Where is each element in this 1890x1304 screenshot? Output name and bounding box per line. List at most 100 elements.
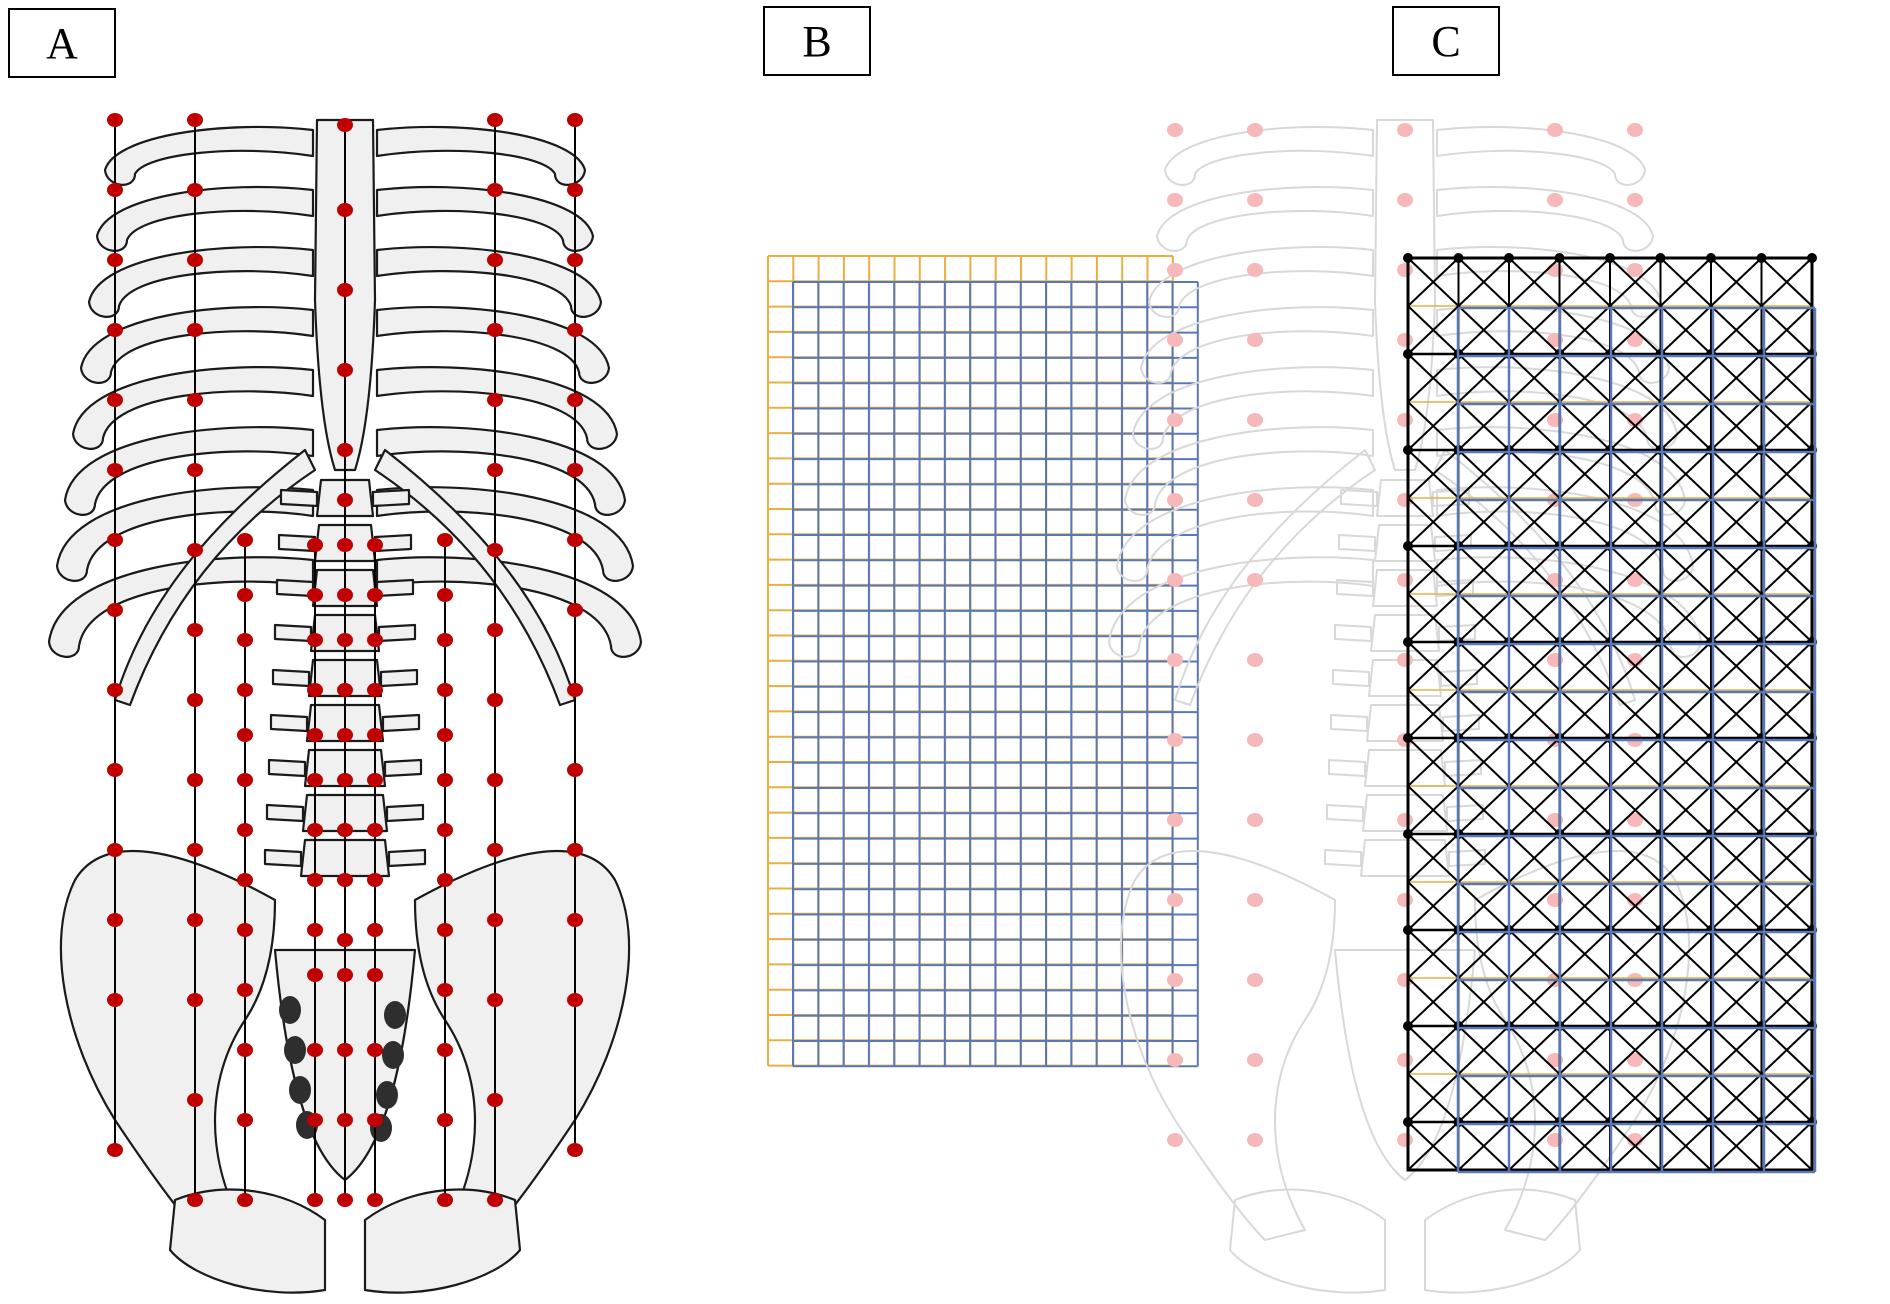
transverse-process-right xyxy=(1447,805,1483,821)
mesh-node xyxy=(1555,253,1565,263)
mesh-node xyxy=(1656,733,1666,743)
faded-marker-dot xyxy=(1247,893,1263,907)
transverse-process-left xyxy=(1333,670,1369,686)
mesh-node xyxy=(1706,925,1716,935)
faded-marker-dot xyxy=(1167,123,1183,137)
faded-marker-dot xyxy=(1627,193,1643,207)
mesh-node xyxy=(1656,253,1666,263)
transverse-process-left xyxy=(1341,490,1377,506)
faded-marker-dot xyxy=(1167,573,1183,587)
faded-marker-dot xyxy=(1167,1133,1183,1147)
rib-left xyxy=(1149,247,1373,317)
mesh-node xyxy=(1656,829,1666,839)
mesh-node xyxy=(1656,925,1666,935)
vertebra xyxy=(1365,750,1445,786)
mesh-node xyxy=(1706,733,1716,743)
rib-left xyxy=(1157,187,1373,251)
faded-marker-dot xyxy=(1397,573,1413,587)
transverse-process-left xyxy=(1327,805,1363,821)
mesh-node xyxy=(1706,253,1716,263)
mesh-node xyxy=(1403,349,1413,359)
faded-marker-dot xyxy=(1167,653,1183,667)
faded-marker-dot xyxy=(1397,653,1413,667)
mesh-node xyxy=(1706,349,1716,359)
faded-marker-dot xyxy=(1167,413,1183,427)
mesh-node xyxy=(1706,637,1716,647)
faded-marker-dot xyxy=(1397,123,1413,137)
mesh-node xyxy=(1706,1021,1716,1031)
vertebra xyxy=(1361,840,1449,876)
pubis-right xyxy=(1425,1190,1580,1293)
faded-marker-dot xyxy=(1547,263,1563,277)
faded-marker-dot xyxy=(1397,813,1413,827)
mesh-node xyxy=(1656,445,1666,455)
faded-marker-dot xyxy=(1167,493,1183,507)
rib-right xyxy=(1437,187,1653,251)
ilium-left xyxy=(1121,851,1335,1240)
mesh-node xyxy=(1504,253,1514,263)
mesh-node xyxy=(1656,637,1666,647)
mesh-node xyxy=(1605,253,1615,263)
mesh-node xyxy=(1706,1117,1716,1127)
transverse-process-right xyxy=(1445,760,1481,776)
faded-marker-dot xyxy=(1627,123,1643,137)
faded-marker-dot xyxy=(1247,653,1263,667)
faded-marker-dot xyxy=(1547,123,1563,137)
faded-marker-dot xyxy=(1167,973,1183,987)
faded-marker-dot xyxy=(1247,733,1263,747)
faded-marker-dot xyxy=(1167,333,1183,347)
mesh-node xyxy=(1706,541,1716,551)
faded-marker-dot xyxy=(1397,263,1413,277)
faded-marker-dot xyxy=(1247,973,1263,987)
transverse-process-left xyxy=(1335,625,1371,641)
transverse-process-right xyxy=(1449,850,1485,866)
mesh-node xyxy=(1656,349,1666,359)
faded-marker-dot xyxy=(1247,333,1263,347)
faded-marker-dot xyxy=(1247,813,1263,827)
mesh-node xyxy=(1656,1117,1666,1127)
faded-marker-dot xyxy=(1397,1133,1413,1147)
transverse-process-left xyxy=(1331,715,1367,731)
faded-marker-dot xyxy=(1167,893,1183,907)
faded-marker-dot xyxy=(1247,573,1263,587)
rib-left xyxy=(1165,127,1373,185)
pubis-left xyxy=(1230,1190,1385,1293)
faded-marker-dot xyxy=(1167,733,1183,747)
faded-marker-dot xyxy=(1547,193,1563,207)
mesh-node xyxy=(1403,637,1413,647)
faded-marker-dot xyxy=(1167,1053,1183,1067)
faded-marker-dot xyxy=(1247,493,1263,507)
faded-marker-dot xyxy=(1247,1133,1263,1147)
mesh-node xyxy=(1403,829,1413,839)
transverse-process-left xyxy=(1325,850,1361,866)
rib-right xyxy=(1437,127,1645,185)
faded-marker-dot xyxy=(1247,413,1263,427)
transverse-process-left xyxy=(1329,760,1365,776)
faded-marker-dot xyxy=(1247,1053,1263,1067)
mesh-node xyxy=(1403,1117,1413,1127)
faded-marker-dot xyxy=(1397,413,1413,427)
transverse-process-left xyxy=(1339,535,1375,551)
mesh-node xyxy=(1656,1021,1666,1031)
mesh-node xyxy=(1403,253,1413,263)
mesh-node xyxy=(1656,541,1666,551)
faded-marker-dot xyxy=(1247,263,1263,277)
mesh-node xyxy=(1807,253,1817,263)
mesh-node xyxy=(1403,541,1413,551)
faded-marker-dot xyxy=(1397,1053,1413,1067)
faded-marker-dot xyxy=(1397,893,1413,907)
faded-marker-dot xyxy=(1397,333,1413,347)
faded-marker-dot xyxy=(1627,263,1643,277)
faded-marker-dot xyxy=(1167,263,1183,277)
faded-marker-dot xyxy=(1397,193,1413,207)
mesh-node xyxy=(1454,253,1464,263)
faded-marker-dot xyxy=(1247,193,1263,207)
faded-marker-dot xyxy=(1167,813,1183,827)
mesh-node xyxy=(1403,1021,1413,1031)
mesh-node xyxy=(1757,253,1767,263)
mesh-node xyxy=(1403,733,1413,743)
mesh-node xyxy=(1403,925,1413,935)
mesh-node xyxy=(1403,445,1413,455)
mesh-node xyxy=(1706,829,1716,839)
